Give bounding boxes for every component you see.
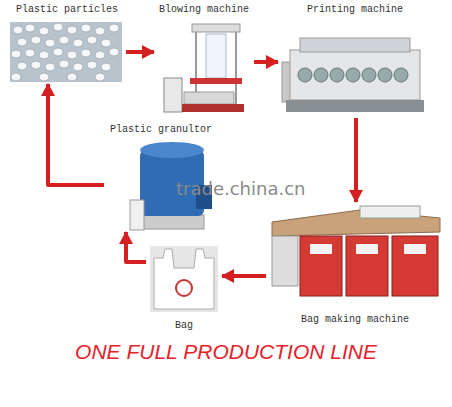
flow-arrow [222,274,266,278]
flow-arrow [48,84,104,185]
watermark: trade.china.cn [176,178,305,199]
machine-node: Bag making machine [266,202,444,326]
printing-machine-picture [282,38,424,112]
bag-making-machine-picture [272,206,440,296]
diagram-title: ONE FULL PRODUCTION LINE [0,340,452,364]
blowing-machine-picture [164,24,244,112]
flow-arrow [126,232,146,262]
machine-label: Bag [173,320,195,332]
machine-node: Plastic particles [8,4,126,84]
bag-picture [150,246,218,312]
machine-node: Blowing machine [154,4,254,118]
flow-arrow [254,60,278,64]
machine-label: Printing machine [305,4,405,16]
flow-arrow [354,118,358,202]
machine-label: Plastic granultor [108,124,214,136]
machine-label: Blowing machine [157,4,251,16]
machine-node: Printing machine [278,4,432,118]
flow-arrow [126,50,154,54]
machine-label: Bag making machine [299,314,411,326]
machine-node: Bag [146,242,222,332]
plastic-particles-picture [10,22,122,82]
machine-label: Plastic particles [14,4,120,16]
